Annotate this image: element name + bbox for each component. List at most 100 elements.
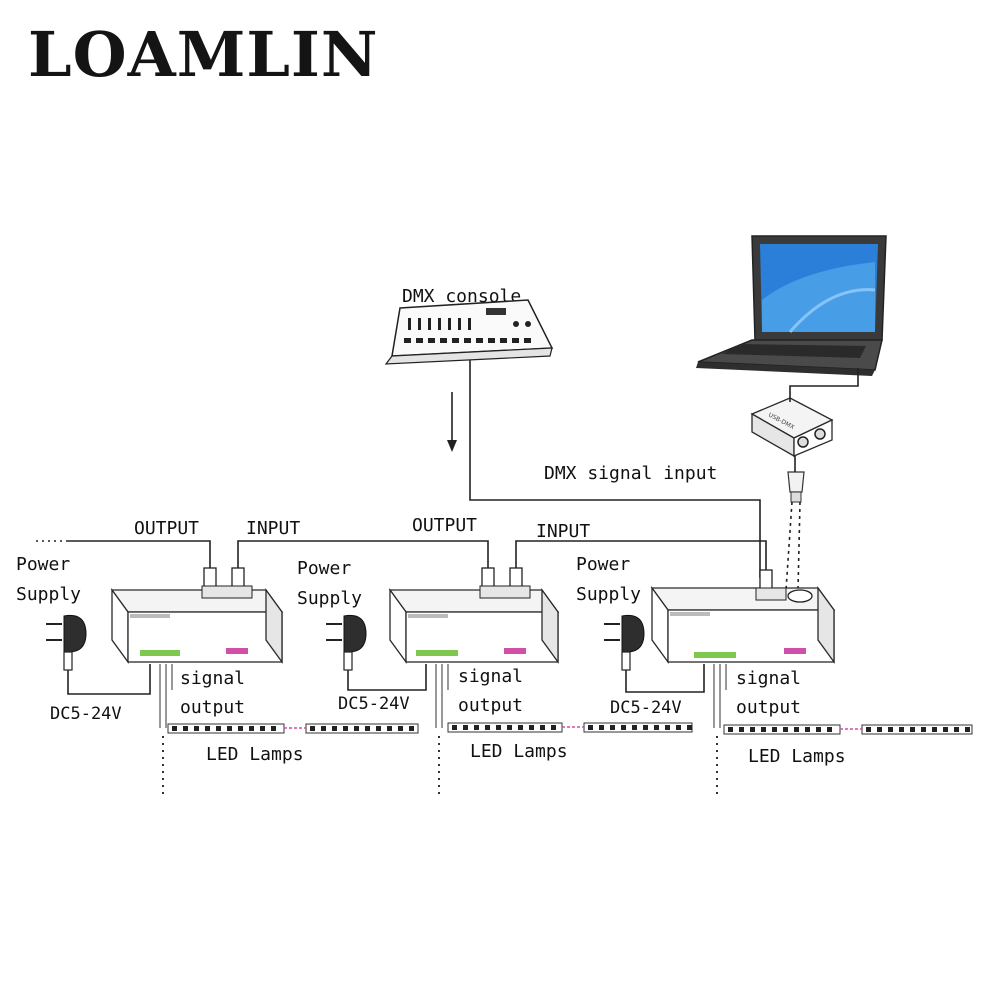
xlr-connector-icon bbox=[787, 471, 805, 503]
down-arrow-head bbox=[447, 440, 457, 452]
led-pixel bbox=[507, 725, 512, 730]
dmx-signal-input-label: DMX signal input bbox=[544, 463, 717, 484]
led-pixel bbox=[227, 726, 232, 731]
led-pixel bbox=[610, 725, 615, 730]
led-pixel bbox=[654, 725, 659, 730]
led-pixel bbox=[387, 726, 392, 731]
laptop-usb-cable bbox=[789, 368, 859, 402]
led-pixel bbox=[827, 727, 832, 732]
input-label-2: INPUT bbox=[536, 521, 590, 542]
signal-output-label-3: output bbox=[736, 697, 801, 718]
power-label-3: Power bbox=[576, 554, 630, 575]
led-pixel bbox=[816, 727, 821, 732]
output-label-1: OUTPUT bbox=[134, 518, 199, 539]
led-pixel bbox=[739, 727, 744, 732]
supply-label-1: Supply bbox=[16, 584, 81, 605]
led-pixel bbox=[205, 726, 210, 731]
power-adapter-icon bbox=[326, 614, 427, 691]
decoder-unit-1 bbox=[110, 567, 284, 664]
led-pixel bbox=[772, 727, 777, 732]
led-pixel bbox=[238, 726, 243, 731]
led-pixel bbox=[599, 725, 604, 730]
led-pixel bbox=[910, 727, 915, 732]
led-pixel bbox=[540, 725, 545, 730]
led-pixel bbox=[529, 725, 534, 730]
led-pixel bbox=[376, 726, 381, 731]
led-pixel bbox=[474, 725, 479, 730]
led-pixel bbox=[409, 726, 414, 731]
led-lamps-label-3: LED Lamps bbox=[748, 746, 846, 767]
led-pixel bbox=[665, 725, 670, 730]
led-pixel bbox=[643, 725, 648, 730]
signal-label-1: signal bbox=[180, 668, 245, 689]
led-pixel bbox=[551, 725, 556, 730]
led-pixel bbox=[728, 727, 733, 732]
voltage-label-3: DC5-24V bbox=[610, 698, 682, 718]
power-adapter-icon bbox=[604, 614, 705, 693]
supply-label-2: Supply bbox=[297, 588, 362, 609]
input-label-1: INPUT bbox=[246, 518, 300, 539]
chain-cable-1 bbox=[66, 540, 211, 568]
led-pixel bbox=[965, 727, 970, 732]
led-pixel bbox=[954, 727, 959, 732]
led-pixel bbox=[216, 726, 221, 731]
dmx-console-icon bbox=[384, 299, 554, 365]
led-pixel bbox=[877, 727, 882, 732]
led-pixel bbox=[194, 726, 199, 731]
led-pixel bbox=[496, 725, 501, 730]
led-pixel bbox=[750, 727, 755, 732]
led-pixel bbox=[687, 725, 692, 730]
output-label-2: OUTPUT bbox=[412, 515, 477, 536]
led-pixel bbox=[343, 726, 348, 731]
console-cable bbox=[469, 360, 761, 578]
led-pixel bbox=[271, 726, 276, 731]
led-pixel bbox=[398, 726, 403, 731]
led-pixel bbox=[588, 725, 593, 730]
led-pixel bbox=[761, 727, 766, 732]
led-pixel bbox=[310, 726, 315, 731]
led-pixel bbox=[899, 727, 904, 732]
led-pixel bbox=[888, 727, 893, 732]
decoder-unit-3 bbox=[650, 569, 836, 664]
signal-label-2: signal bbox=[458, 666, 523, 687]
signal-output-label-1: output bbox=[180, 697, 245, 718]
chain-cable-2 bbox=[237, 540, 489, 568]
led-pixel bbox=[452, 725, 457, 730]
signal-label-3: signal bbox=[736, 668, 801, 689]
led-pixel bbox=[321, 726, 326, 731]
led-pixel bbox=[805, 727, 810, 732]
led-pixel bbox=[172, 726, 177, 731]
laptop-icon bbox=[696, 235, 887, 376]
led-strips bbox=[167, 722, 973, 735]
signal-output-label-2: output bbox=[458, 695, 523, 716]
led-pixel bbox=[932, 727, 937, 732]
led-pixel bbox=[921, 727, 926, 732]
led-pixel bbox=[866, 727, 871, 732]
led-pixel bbox=[485, 725, 490, 730]
voltage-label-2: DC5-24V bbox=[338, 694, 410, 714]
led-pixel bbox=[354, 726, 359, 731]
power-label-2: Power bbox=[297, 558, 351, 579]
led-pixel bbox=[249, 726, 254, 731]
brand-logo: LOAMLIN bbox=[28, 18, 379, 91]
usb-dmx-converter-icon: USB-DMX bbox=[750, 397, 834, 458]
led-pixel bbox=[332, 726, 337, 731]
led-pixel bbox=[463, 725, 468, 730]
led-pixel bbox=[365, 726, 370, 731]
xlr-connector-icon bbox=[479, 567, 531, 599]
led-lamps-label-1: LED Lamps bbox=[206, 744, 304, 765]
led-pixel bbox=[621, 725, 626, 730]
voltage-label-1: DC5-24V bbox=[50, 704, 122, 724]
led-pixel bbox=[183, 726, 188, 731]
xlr-connector-icon bbox=[201, 567, 253, 599]
chain-cable-3 bbox=[515, 540, 767, 570]
power-label-1: Power bbox=[16, 554, 70, 575]
led-pixel bbox=[794, 727, 799, 732]
led-pixel bbox=[632, 725, 637, 730]
supply-label-3: Supply bbox=[576, 584, 641, 605]
led-pixel bbox=[783, 727, 788, 732]
led-pixel bbox=[260, 726, 265, 731]
led-pixel bbox=[943, 727, 948, 732]
power-adapter-icon bbox=[46, 614, 151, 695]
